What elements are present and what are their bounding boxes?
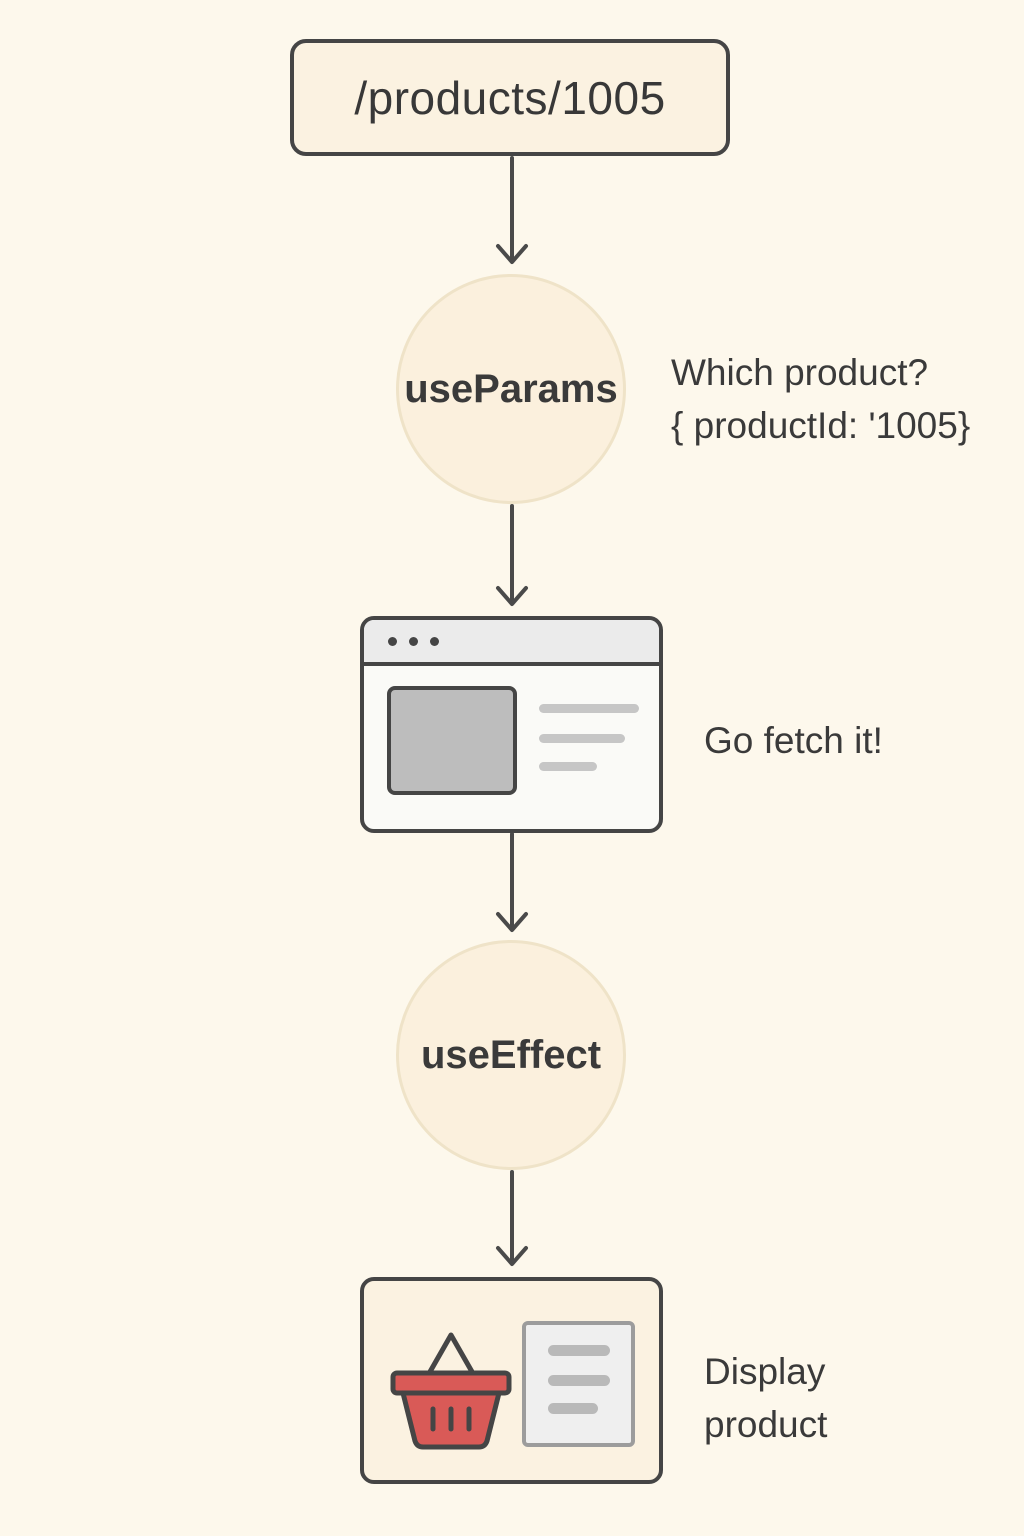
image-placeholder [387,686,517,795]
browser-dot [388,637,397,646]
browser-window-icon [360,616,663,833]
route-url-text: /products/1005 [354,71,666,124]
shopping-basket-icon [390,1332,512,1450]
use-effect-label: useEffect [420,1032,602,1077]
text-line-placeholder [539,762,597,771]
params-object: { productId: '1005} [671,405,971,446]
text-line-placeholder [539,734,625,743]
display-line-1: Display [704,1351,826,1392]
arrow-effect-to-product [496,1170,528,1266]
params-question: Which product? [671,352,929,393]
display-line-2: product [704,1404,828,1445]
arrow-params-to-browser [496,504,528,606]
display-annotation: Display product [704,1345,827,1451]
document-line [548,1345,610,1356]
text-line-placeholder [539,704,639,713]
route-url-box: /products/1005 [290,39,730,156]
product-display-card [360,1277,663,1484]
use-params-node: useParams [396,274,626,504]
document-line [548,1375,610,1386]
browser-dot [430,637,439,646]
use-params-label: useParams [404,366,618,411]
arrow-url-to-params [496,156,528,264]
browser-dot [409,637,418,646]
params-annotation: Which product? { productId: '1005} [671,346,970,452]
fetch-annotation: Go fetch it! [704,720,883,761]
use-effect-node: useEffect [396,940,626,1170]
browser-title-bar [364,620,659,666]
document-line [548,1403,598,1414]
document-icon [522,1321,635,1447]
arrow-browser-to-effect [496,832,528,932]
